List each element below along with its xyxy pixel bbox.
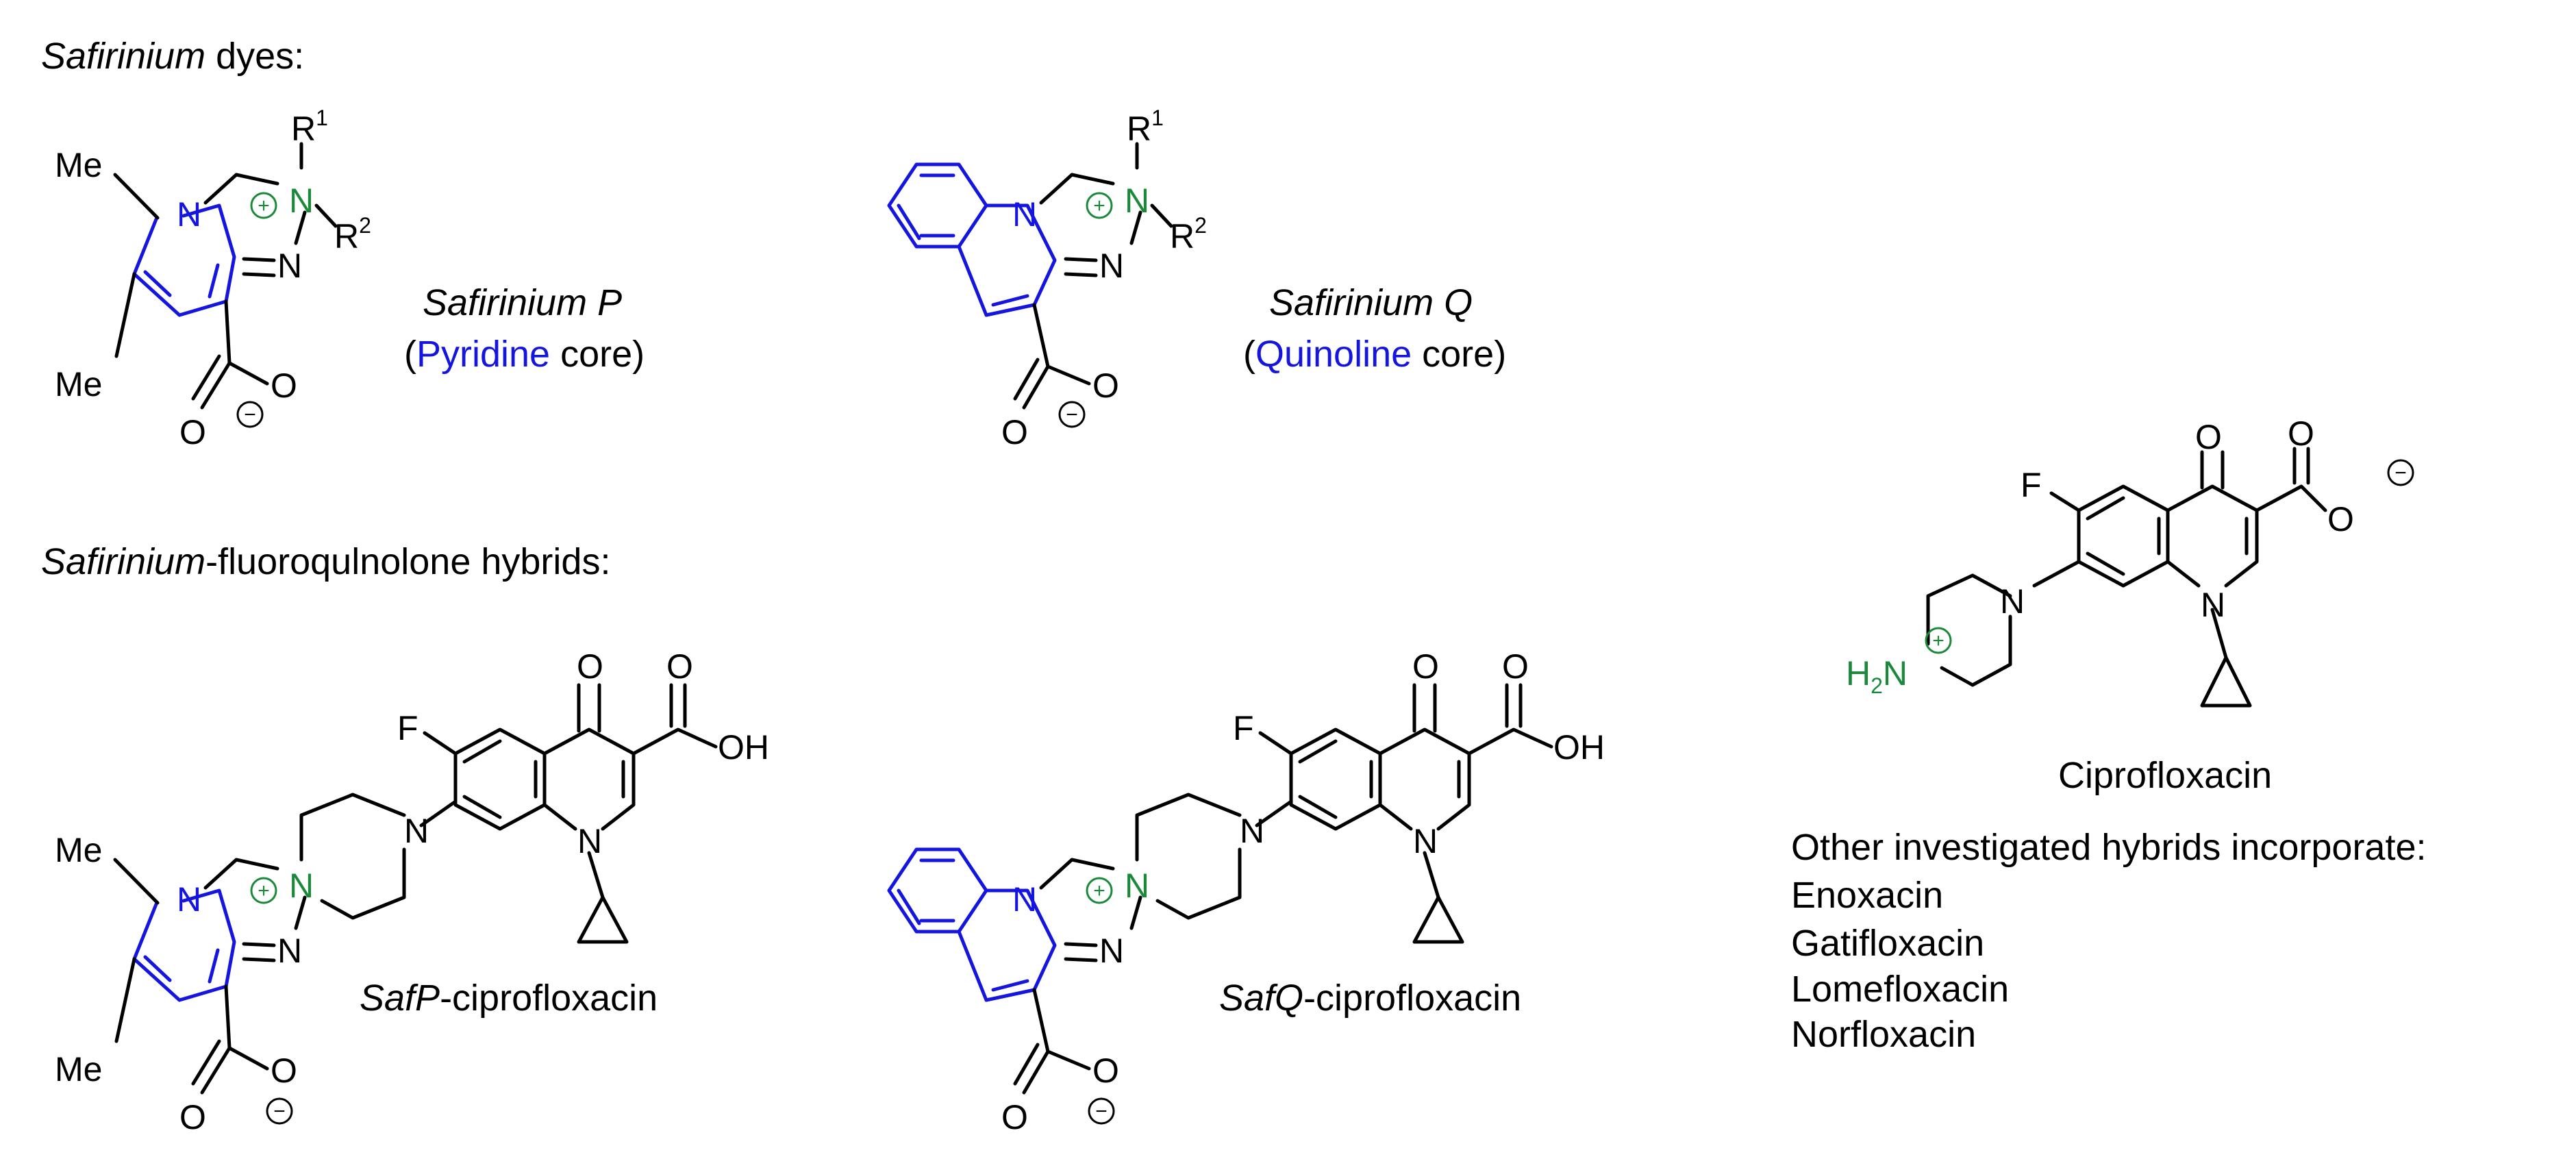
heading-dyes: Safirinium dyes:	[41, 36, 304, 77]
methyl-label: Me	[55, 1050, 102, 1088]
oxygen-label: O	[666, 647, 693, 686]
nitrogen-label: N	[1099, 247, 1124, 285]
oxygen-label: O	[1001, 1098, 1028, 1136]
positive-charge-icon	[1925, 627, 1952, 654]
svg-text:+: +	[1932, 630, 1944, 652]
nitrogen-label: N	[277, 932, 302, 970]
ciprofloxacin-structure: F O O O N N H2N + −	[1846, 414, 2414, 708]
positive-charge-icon	[250, 877, 277, 904]
ammonium-label: H2N	[1846, 654, 1908, 698]
safirinium-q-core: (Quinoline core)	[1243, 334, 1506, 375]
r1-label: R1	[291, 105, 328, 148]
safirinium-p-core: (Pyridine core)	[404, 334, 645, 375]
svg-text:+: +	[258, 195, 270, 217]
svg-text:+: +	[1093, 195, 1105, 217]
svg-text:−: −	[2394, 462, 2407, 484]
oxygen-label: O	[271, 1051, 297, 1090]
methyl-label: Me	[55, 831, 102, 869]
safp-ciprofloxacin-name: SafP-ciprofloxacin	[360, 978, 658, 1019]
svg-text:−: −	[244, 403, 256, 426]
oxygen-label: O	[577, 647, 603, 686]
r1-label: R1	[1127, 105, 1164, 148]
quinoline-core-bonds	[957, 888, 1057, 1002]
negative-charge-icon	[2387, 459, 2414, 486]
other-hybrid-item: Lomefloxacin	[1791, 969, 2009, 1010]
cationic-nitrogen-label: N	[1125, 182, 1149, 220]
nitrogen-label: N	[404, 812, 429, 850]
other-hybrid-item: Norfloxacin	[1791, 1014, 1976, 1055]
nitrogen-label: N	[2201, 586, 2225, 624]
safp-ciprofloxacin-structure: Me Me N N N N N F O O OH O O + −	[55, 647, 769, 1136]
oxygen-label: O	[2327, 500, 2354, 538]
fluorine-label: F	[397, 709, 418, 747]
safirinium-q-structure: N N N R1 R2 O O + −	[887, 105, 1207, 451]
methyl-label: Me	[55, 146, 102, 184]
oxygen-label: O	[179, 413, 206, 451]
nitrogen-label: N	[1240, 812, 1264, 850]
cationic-nitrogen-label: N	[289, 867, 314, 905]
cationic-nitrogen-label: N	[1125, 867, 1149, 905]
safq-ciprofloxacin-name: SafQ-ciprofloxacin	[1219, 978, 1521, 1019]
other-hybrid-item: Enoxacin	[1791, 875, 1943, 916]
hydroxyl-label: OH	[1553, 728, 1605, 767]
methyl-label: Me	[55, 365, 102, 403]
nitrogen-label: N	[2000, 582, 2025, 621]
ciprofloxacin-name: Ciprofloxacin	[2058, 755, 2272, 796]
ring-nitrogen-label: N	[177, 195, 201, 234]
oxygen-label: O	[1092, 366, 1119, 405]
oxygen-label: O	[2288, 414, 2314, 453]
svg-text:−: −	[273, 1100, 286, 1123]
heading-hybrids: Safirinium-fluoroqulnolone hybrids:	[41, 541, 610, 582]
svg-text:+: +	[1093, 880, 1105, 902]
ring-nitrogen-label: N	[1012, 880, 1037, 919]
svg-text:−: −	[1095, 1100, 1108, 1123]
fluorine-label: F	[1233, 709, 1254, 747]
oxygen-label: O	[1502, 647, 1529, 686]
negative-charge-icon	[1058, 401, 1086, 428]
positive-charge-icon	[1086, 192, 1113, 219]
safirinium-p-structure: Me Me N N N R1 R2 O O + −	[55, 105, 371, 451]
hydroxyl-label: OH	[718, 728, 769, 767]
ring-nitrogen-label: N	[1012, 195, 1037, 234]
oxygen-label: O	[1092, 1051, 1119, 1090]
positive-charge-icon	[1086, 877, 1113, 904]
negative-charge-icon	[266, 1097, 293, 1125]
negative-charge-icon	[1088, 1097, 1115, 1125]
nitrogen-label: N	[577, 822, 602, 860]
oxygen-label: O	[1001, 413, 1028, 451]
svg-text:+: +	[258, 880, 270, 902]
oxygen-label: O	[2195, 418, 2222, 456]
ring-nitrogen-label: N	[177, 880, 201, 919]
positive-charge-icon	[250, 192, 277, 219]
fluorine-label: F	[2021, 466, 2042, 504]
r2-label: R2	[334, 213, 371, 256]
safirinium-q-name: Safirinium Q	[1269, 282, 1473, 323]
safq-ciprofloxacin-structure: N N N N N F O O OH O O + −	[887, 647, 1605, 1136]
nitrogen-label: N	[277, 247, 302, 285]
safirinium-p-name: Safirinium P	[423, 282, 622, 323]
other-hybrid-item: Gatifloxacin	[1791, 923, 1984, 964]
cationic-nitrogen-label: N	[289, 182, 314, 220]
other-hybrids-intro: Other investigated hybrids incorporate:	[1791, 827, 2427, 868]
r2-label: R2	[1170, 213, 1207, 256]
negative-charge-icon	[236, 401, 264, 428]
svg-text:−: −	[1066, 403, 1078, 426]
quinoline-core-bonds	[957, 203, 1057, 317]
nitrogen-label: N	[1099, 932, 1124, 970]
nitrogen-label: N	[1413, 822, 1438, 860]
oxygen-label: O	[271, 366, 297, 405]
oxygen-label: O	[179, 1098, 206, 1136]
oxygen-label: O	[1412, 647, 1439, 686]
